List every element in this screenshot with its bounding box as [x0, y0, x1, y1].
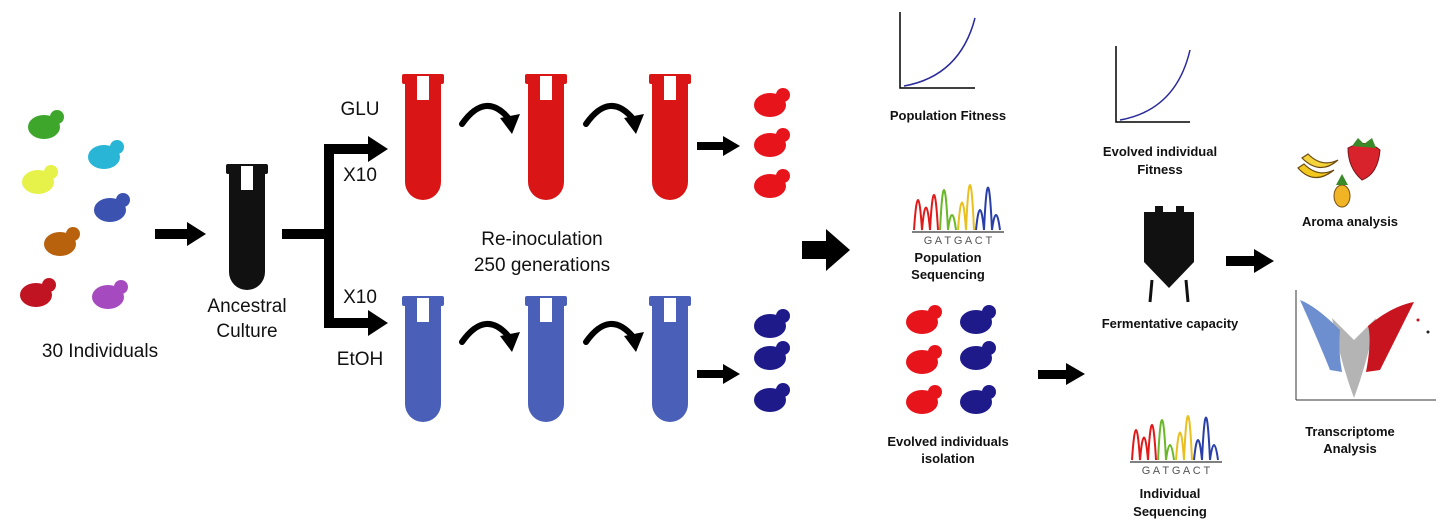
evolved-fitness-label-line2: Fitness: [1137, 162, 1183, 177]
glu-tube: [402, 74, 444, 200]
arrow-icon: [697, 136, 740, 384]
individual-sequencing-label-line1: Individual: [1139, 486, 1201, 501]
curved-arrow-icon: [586, 106, 644, 134]
individual-cell: [22, 165, 58, 194]
sequence-letters: G A T G A C T: [1141, 465, 1211, 477]
individual-cell: [28, 110, 64, 139]
individual-sequencing-label-line2: Sequencing: [1133, 504, 1207, 519]
pineapple-icon: [1333, 174, 1351, 208]
aroma-analysis-label: Aroma analysis: [1301, 214, 1399, 229]
chromatogram-icon: [1130, 415, 1222, 463]
transcriptome-label-line2: Analysis: [1323, 441, 1377, 456]
volcano-plot-icon: [1295, 290, 1436, 401]
individual-cell: [92, 280, 128, 309]
population-sequencing-label-line2: Sequencing: [911, 267, 985, 282]
chromatogram-icon: [912, 184, 1004, 233]
isolated-navy-cells: [960, 305, 996, 414]
evolved-isolation-label-line2: isolation: [921, 451, 975, 466]
x10-bottom-label: X10: [343, 287, 377, 308]
arrow-icon: [155, 222, 206, 246]
curved-arrow-icon: [462, 106, 520, 134]
etoh-label: EtOH: [336, 349, 384, 370]
individual-cells: [20, 110, 130, 309]
evolved-fitness-label-line1: Evolved individual: [1102, 144, 1218, 159]
x10-top-label: X10: [343, 165, 377, 186]
reinoculation-label-line2: 250 generations: [473, 255, 611, 276]
etoh-tube: [649, 296, 691, 422]
fitness-curve-icon: [899, 12, 976, 89]
curved-arrow-icon: [462, 324, 520, 352]
individual-cell: [44, 227, 80, 256]
ancestral-label-line2: Culture: [216, 321, 278, 342]
ancestral-label-line1: Ancestral: [207, 296, 287, 317]
individual-cell: [94, 193, 130, 222]
reinoculation-label-line1: Re-inoculation: [481, 229, 603, 250]
fitness-curve-icon: [1115, 46, 1191, 123]
individual-cell: [88, 140, 124, 169]
fermentative-capacity-label: Fermentative capacity: [1101, 316, 1239, 331]
evolved-isolation-label-line1: Evolved individuals: [887, 434, 1009, 449]
banana-icon: [1297, 153, 1339, 179]
population-sequencing-label-line1: Population: [914, 250, 982, 265]
bioreactor-icon: [1144, 206, 1194, 303]
evolved-navy-cells: [754, 309, 790, 412]
population-fitness-label: Population Fitness: [889, 108, 1007, 123]
individuals-label: 30 Individuals: [41, 341, 159, 362]
etoh-tube: [525, 296, 567, 422]
individual-cell: [20, 278, 56, 307]
transcriptome-label-line1: Transcriptome: [1305, 424, 1395, 439]
arrow-icon: [1038, 363, 1085, 385]
etoh-tube: [402, 296, 444, 422]
branch-arrow-icon: [282, 136, 388, 336]
curved-arrow-icon: [586, 324, 644, 352]
strawberry-icon: [1347, 138, 1381, 181]
evolved-red-cells: [754, 88, 790, 198]
big-arrow-icon: [802, 229, 850, 271]
glu-tube: [649, 74, 691, 200]
glu-label: GLU: [340, 99, 380, 120]
glu-tube: [525, 74, 567, 200]
sequence-letters: G A T G A C T: [923, 235, 993, 247]
isolated-red-cells: [906, 305, 942, 414]
arrow-icon: [1226, 249, 1274, 273]
ancestral-tube: [226, 164, 268, 290]
